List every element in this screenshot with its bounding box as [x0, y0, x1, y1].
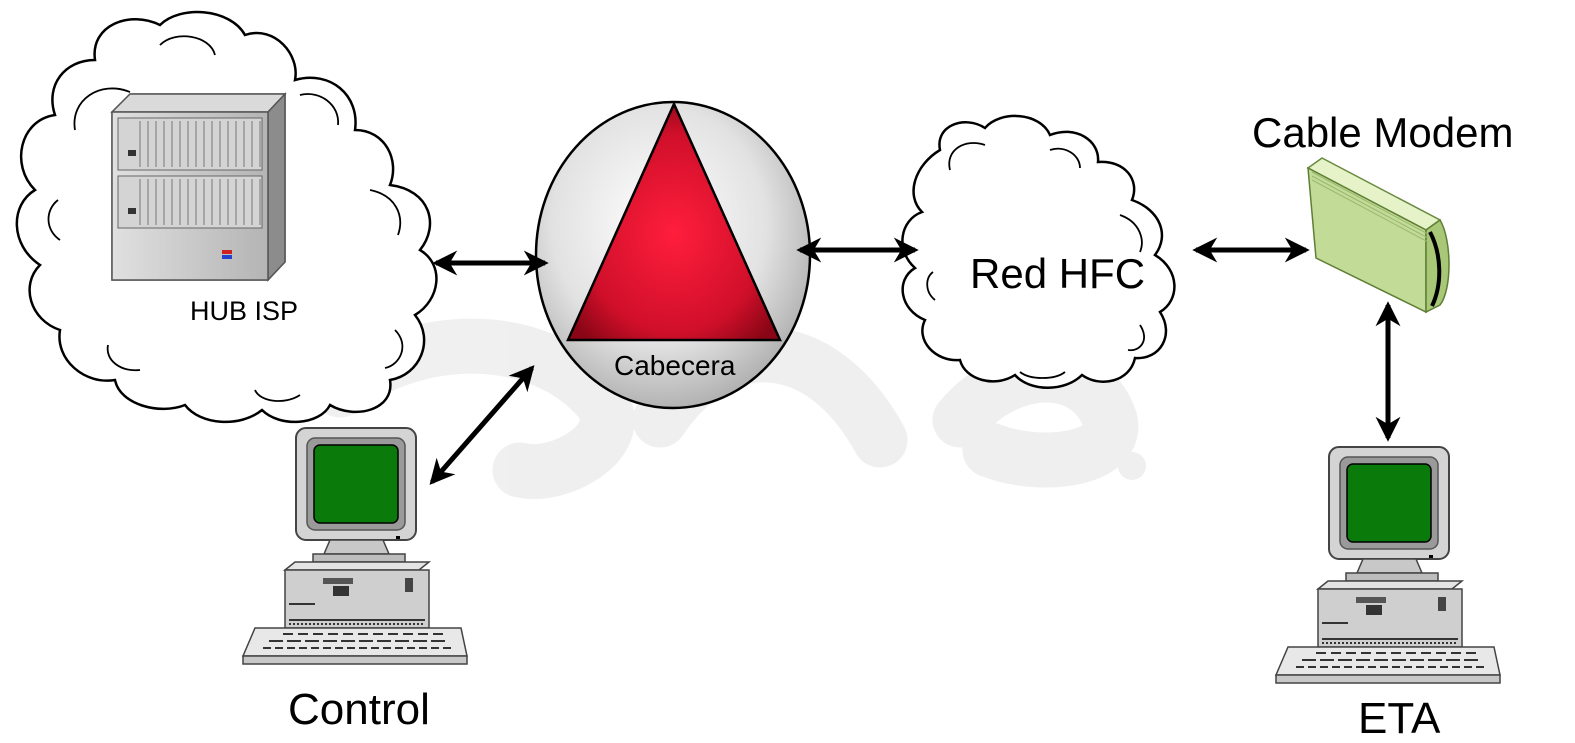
- cable-modem-label: Cable Modem: [1252, 109, 1514, 156]
- arrow-control-headend: [429, 365, 535, 485]
- control-label: Control: [288, 685, 430, 734]
- server-rack-icon: [110, 92, 287, 282]
- computer-icon: [242, 427, 468, 665]
- cable-modem-icon: [1306, 157, 1450, 314]
- hub-isp-label: HUB ISP: [190, 296, 299, 326]
- hfc-cloud: [901, 114, 1176, 389]
- eta-label: ETA: [1358, 694, 1441, 743]
- connection-arrows: [429, 237, 1401, 485]
- triangle-icon: [566, 100, 782, 342]
- headend-label: Cabecera: [614, 350, 736, 381]
- hfc-network-label: Red HFC: [970, 250, 1146, 297]
- computer-icon: [1275, 446, 1501, 684]
